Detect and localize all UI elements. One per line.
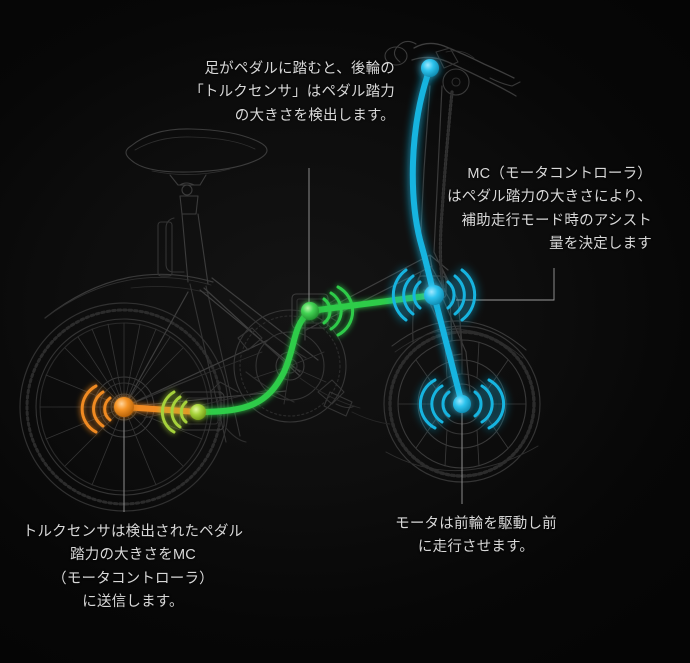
waves-motor-controller <box>391 268 477 322</box>
waves-crank-sensor <box>160 390 188 434</box>
handlebar <box>384 40 521 97</box>
node-motor-controller <box>424 285 444 305</box>
leader-lines <box>123 168 555 512</box>
rear-fender <box>44 273 214 319</box>
pedal <box>225 391 353 443</box>
node-brake-lever-sensor <box>421 59 439 77</box>
signal-path-lever-to-mc <box>409 65 437 298</box>
signal-path-mc-to-motor <box>431 292 465 407</box>
signal-wave-arcs <box>80 268 506 434</box>
callout-torque-sensor-transmit: トルクセンサは検出されたペダル 踏力の大きさをMC （モータコントローラ） に送… <box>22 524 244 611</box>
chain <box>141 351 269 419</box>
signal-path-crank-to-cadence <box>195 308 313 415</box>
callout-motor-controller: MC（モータコントローラ） はペダル踏力の大きさにより、 補助走行モード時のアシ… <box>447 166 652 253</box>
signal-nodes <box>114 59 471 420</box>
leader-line-mc <box>456 268 555 301</box>
node-front-hub-motor <box>453 395 471 413</box>
waves-front-hub-motor <box>418 378 506 430</box>
callout-front-wheel-motor: モータは前輪を駆動し前 に走行させます。 <box>395 516 557 556</box>
node-torque-sensor <box>114 397 134 417</box>
waves-torque-sensor <box>80 384 112 434</box>
node-crank-sensor <box>190 404 206 420</box>
misc-brace <box>299 377 361 409</box>
callout-pedal-torque-sensor: 足がペダルに踏むと、後輪の 「トルクセンサ」はペダル踏力 の大きさを検出します。 <box>189 61 395 124</box>
node-cadence-sensor <box>301 302 319 320</box>
saddle <box>125 128 268 186</box>
waves-cadence-sensor <box>322 285 355 337</box>
